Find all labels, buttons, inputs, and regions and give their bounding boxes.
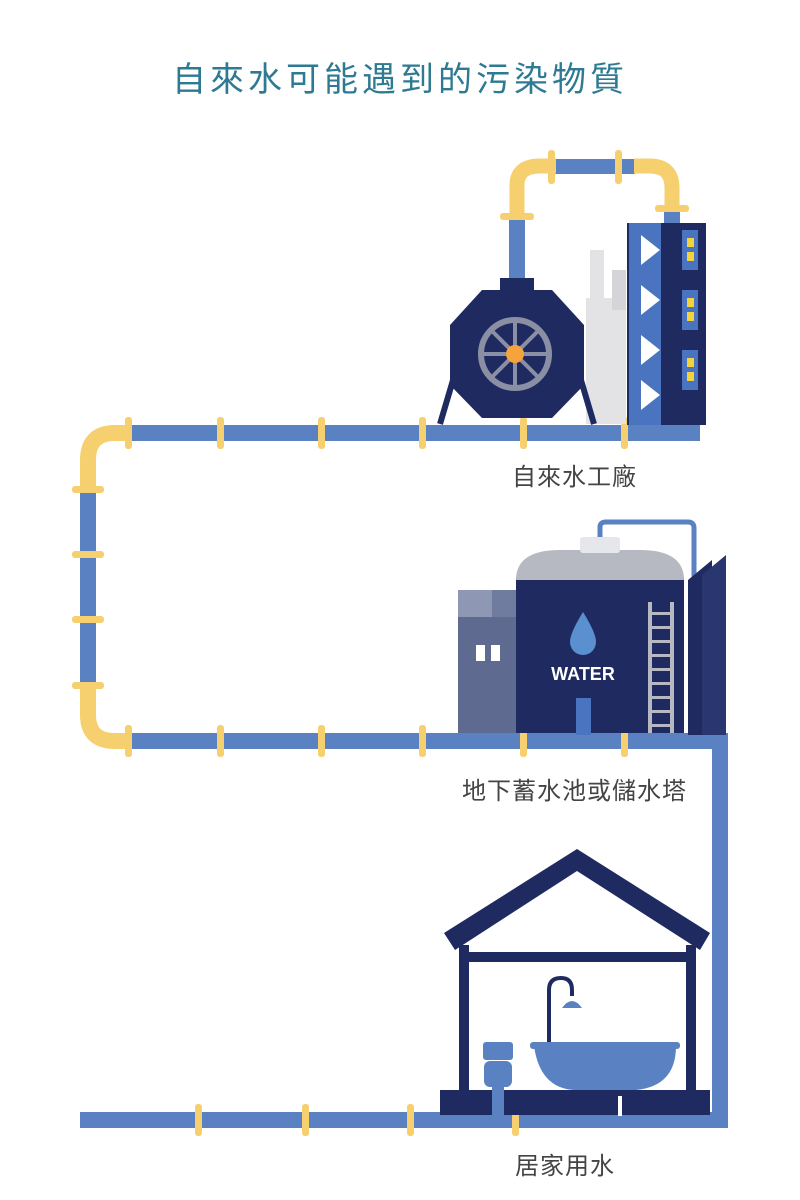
tank-roof (516, 550, 684, 580)
bottom-pipe (80, 1112, 728, 1128)
toilet-tank-icon (483, 1042, 513, 1060)
pipe-clamp (419, 725, 426, 757)
factory-window (687, 238, 694, 247)
left-upper-bend (80, 425, 130, 490)
water-drop-icon (570, 612, 596, 655)
stage-label-water-plant: 自來水工廠 (512, 463, 637, 491)
toilet-bowl-icon (484, 1061, 512, 1087)
pipe-clamp (655, 205, 689, 212)
ladder-rungs (648, 612, 674, 727)
left-pipe (80, 470, 96, 715)
factory-window-strip (682, 230, 698, 270)
chimney (590, 250, 604, 300)
building-window (476, 645, 485, 661)
tank-label: WATER (551, 664, 615, 684)
factory-window (687, 358, 694, 367)
pipe-clamp (72, 616, 104, 623)
pipe-clamp (318, 417, 325, 449)
pipe-clamp (520, 417, 527, 449)
pipe-clamp (72, 486, 104, 493)
pipe-clamp (407, 1104, 414, 1136)
toilet-drain (492, 1087, 504, 1117)
tank-cap (580, 537, 620, 553)
factory-window (687, 312, 694, 321)
left-lower-bend (80, 685, 130, 749)
pipe-clamp (217, 417, 224, 449)
upper-pipe (128, 425, 700, 441)
pipe-clamp (72, 682, 104, 689)
pump-neck (500, 278, 534, 292)
page-title: 自來水可能遇到的污染物質 (172, 60, 628, 100)
top-pipe-left-down (509, 218, 525, 288)
pipe-clamp (302, 1104, 309, 1136)
pump-wheel (478, 317, 552, 391)
pipe-network (72, 150, 728, 1136)
lower-pipe (128, 733, 728, 749)
bathtub-icon (534, 1046, 676, 1090)
factory-window (687, 298, 694, 307)
stage-label-storage-tower: 地下蓄水池或儲水塔 (462, 777, 687, 805)
small-building-roof-side (492, 590, 516, 617)
water-tower-illustration: WATER (458, 519, 726, 735)
factory-window (687, 252, 694, 261)
pipe-clamp (125, 417, 132, 449)
tower-fin (702, 555, 726, 735)
factory-stripe (641, 235, 660, 265)
pipe-clamp (615, 150, 622, 184)
pump-leg (437, 369, 459, 425)
factory-stripe (641, 380, 660, 410)
tower-riser-pipe (597, 519, 697, 735)
pipe-clamp (217, 725, 224, 757)
top-pipe-left-bend (509, 158, 556, 218)
pump-hub (506, 345, 524, 363)
pipe-clamp (72, 551, 104, 558)
house-roof (444, 849, 710, 950)
house-floor (440, 1090, 710, 1115)
bathtub-rim (530, 1042, 680, 1049)
water-plant-illustration (437, 223, 706, 425)
pump-leg (575, 369, 597, 425)
small-building (458, 616, 516, 733)
pipe-clamp (621, 417, 628, 449)
shower-head-icon (562, 1001, 582, 1008)
shower-pipe (547, 975, 574, 1042)
pipe-clamp (318, 725, 325, 757)
tank-outlet (576, 698, 591, 735)
factory-stripe (641, 335, 660, 365)
house-ceiling (459, 952, 696, 962)
house-wall (459, 945, 469, 1095)
chimney (586, 298, 626, 424)
ladder-rail (648, 602, 652, 733)
building-window (491, 645, 500, 661)
ladder-rail (670, 602, 674, 733)
top-pipe (555, 159, 635, 174)
factory-window-strip (682, 290, 698, 330)
pipe-clamp (500, 213, 534, 220)
right-pipe (712, 733, 728, 1128)
house-illustration (440, 849, 710, 1117)
top-pipe-right-down (664, 212, 680, 226)
factory-window (687, 372, 694, 381)
pipe-clamp (125, 725, 132, 757)
pipe-clamp (419, 417, 426, 449)
house-wall (686, 945, 696, 1095)
factory-stripe (641, 285, 660, 315)
stage-label-household: 居家用水 (515, 1152, 615, 1180)
top-pipe-right-bend (634, 158, 680, 214)
pipe-clamp (548, 150, 555, 184)
pipe-clamp (195, 1104, 202, 1136)
chimney (612, 270, 626, 310)
factory-window-strip (682, 350, 698, 390)
floor-divider (618, 1096, 622, 1116)
